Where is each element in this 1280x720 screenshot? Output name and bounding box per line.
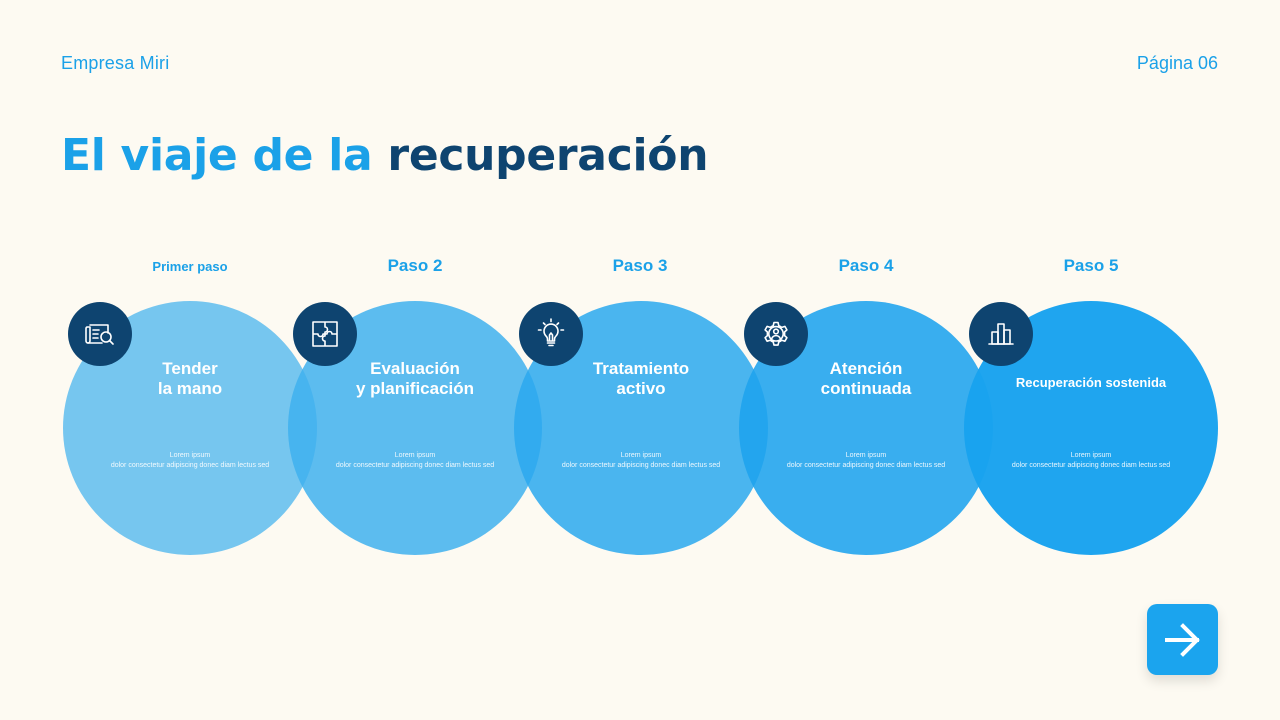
puzzle-icon [293, 302, 357, 366]
title-part-2: recuperación [387, 130, 709, 181]
step-4-label: Paso 4 [838, 256, 894, 275]
next-page-button[interactable] [1147, 604, 1218, 675]
arrow-right-icon [1164, 622, 1200, 657]
step-3-label: Paso 3 [612, 256, 668, 275]
newspaper-search-icon [68, 302, 132, 366]
page-title: El viaje de la recuperación [61, 130, 709, 181]
page-number: Página 06 [1136, 53, 1218, 73]
title-part-1: El viaje de la [61, 130, 373, 181]
lightbulb-icon [519, 302, 583, 366]
bar-chart-icon [969, 302, 1033, 366]
gear-user-icon [744, 302, 808, 366]
step-1-label: Primer paso [152, 259, 228, 274]
step-5-label: Paso 5 [1063, 256, 1119, 275]
step-5-title: Recuperación sostenida [1015, 375, 1167, 390]
company-name: Empresa Miri [61, 53, 170, 73]
step-2-label: Paso 2 [387, 256, 443, 275]
